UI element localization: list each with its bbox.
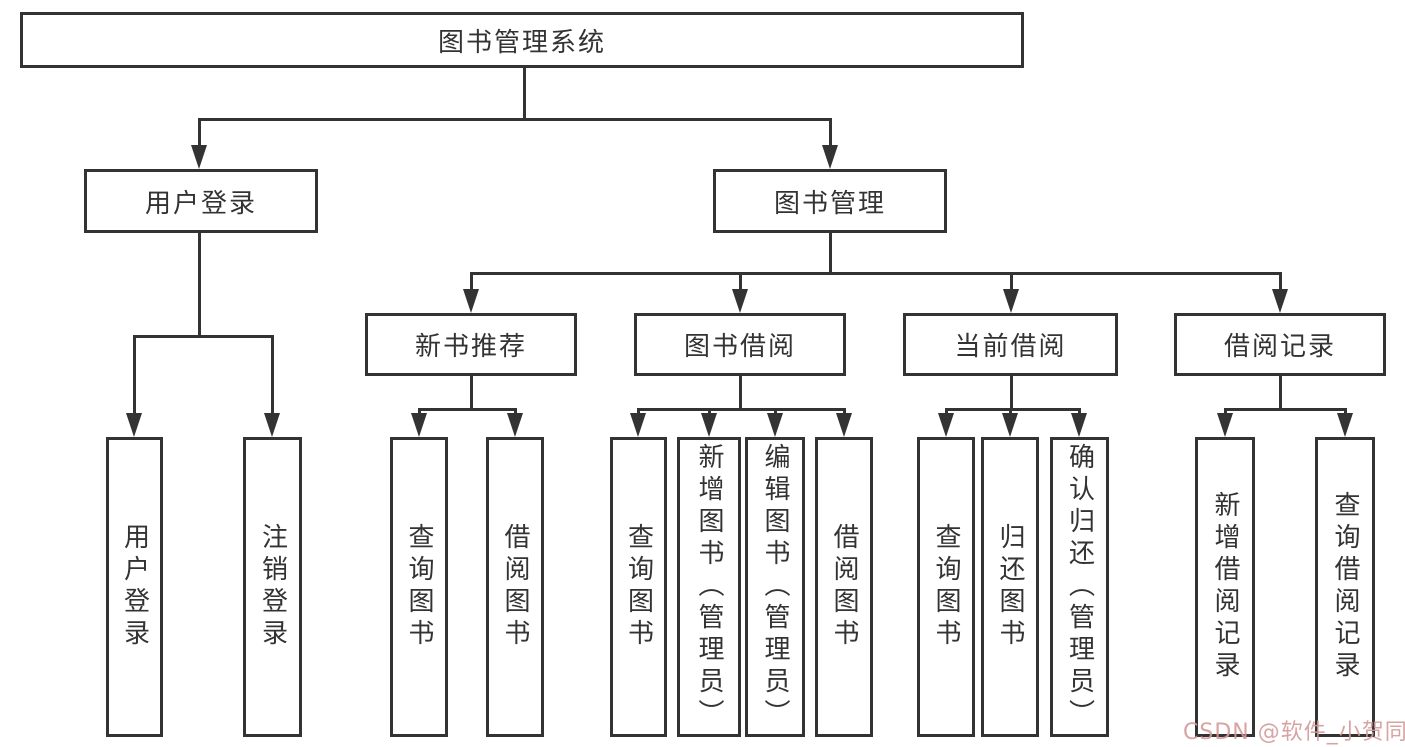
leaf-bb-borrow-books: 借阅图书 xyxy=(815,437,873,737)
arrowhead-to-leaf-bb-query-books xyxy=(630,413,646,437)
connector-to-new-book-recommend-stem xyxy=(470,272,473,291)
arrowhead-to-leaf-cb-return-books xyxy=(1002,413,1018,437)
connector-stub xyxy=(708,408,711,416)
connector-level3-hline xyxy=(470,272,1282,275)
leaf-cb-query-books: 查询图书 xyxy=(917,437,975,737)
arrowhead-to-leaf-bb-borrow-books xyxy=(836,413,852,437)
arrowhead-to-user-login xyxy=(191,145,207,169)
connector-stub xyxy=(843,408,846,416)
connector-to-current-borrow-stem xyxy=(1010,272,1013,291)
connector-stub xyxy=(637,408,640,416)
arrowhead-to-leaf-bb-add-books xyxy=(701,413,717,437)
leaf-bb-add-books-admin-label: 新增图书（管理员） xyxy=(694,443,724,731)
connector-stub xyxy=(1078,408,1081,416)
connector-stub xyxy=(774,408,777,416)
arrowhead-to-current-borrow xyxy=(1003,289,1019,313)
connector-to-leaf-logout-stem xyxy=(271,335,274,414)
leaf-bb-edit-books-admin-label: 编辑图书（管理员） xyxy=(760,443,790,731)
node-user-login-label: 用户登录 xyxy=(144,188,257,219)
arrowhead-to-borrow-records xyxy=(1272,289,1288,313)
leaf-rec-query-books: 查询图书 xyxy=(390,437,448,737)
connector-user-login-stem xyxy=(198,233,201,335)
arrowhead-to-leaf-rec-borrow-books xyxy=(507,413,523,437)
connector-new-book-recommend-stem xyxy=(470,376,473,408)
connector-to-book-management-stem xyxy=(829,118,832,147)
watermark: CSDN @软件_小贺同学 xyxy=(1183,720,1405,745)
arrowhead-to-book-borrow xyxy=(732,289,748,313)
leaf-rec-borrow-books: 借阅图书 xyxy=(486,437,544,737)
arrowhead-to-leaf-cb-query-books xyxy=(938,413,954,437)
leaf-bb-query-books: 查询图书 xyxy=(610,437,667,737)
leaf-logout-label: 注销登录 xyxy=(257,523,288,651)
leaf-cb-return-books-label: 归还图书 xyxy=(995,523,1025,651)
connector-borrow-records-hline xyxy=(1224,408,1347,411)
leaf-rec-query-books-label: 查询图书 xyxy=(404,523,434,651)
connector-stub xyxy=(945,408,948,416)
node-current-borrow-label: 当前借阅 xyxy=(954,332,1067,362)
leaf-br-add-record: 新增借阅记录 xyxy=(1195,437,1255,737)
node-current-borrow: 当前借阅 xyxy=(903,313,1118,376)
node-borrow-records: 借阅记录 xyxy=(1174,313,1386,376)
arrowhead-to-leaf-bb-edit-books xyxy=(767,413,783,437)
connector-user-login-hline xyxy=(133,335,274,338)
node-root-label: 图书管理系统 xyxy=(437,27,606,58)
arrowhead-to-leaf-cb-confirm-return xyxy=(1071,413,1087,437)
node-new-book-recommend: 新书推荐 xyxy=(365,313,577,376)
node-book-borrow-label: 图书借阅 xyxy=(683,332,796,362)
leaf-br-query-record: 查询借阅记录 xyxy=(1315,437,1375,737)
connector-book-borrow-hline xyxy=(637,408,846,411)
leaf-br-query-record-label: 查询借阅记录 xyxy=(1330,491,1360,683)
arrowhead-to-leaf-rec-query-books xyxy=(411,413,427,437)
connector-to-user-login-stem xyxy=(198,118,201,147)
connector-to-borrow-records-stem xyxy=(1279,272,1282,291)
leaf-rec-borrow-books-label: 借阅图书 xyxy=(500,523,530,651)
connector-book-management-stem xyxy=(829,233,832,272)
node-root: 图书管理系统 xyxy=(20,12,1024,68)
leaf-cb-confirm-return-admin: 确认归还（管理员） xyxy=(1050,437,1109,737)
leaf-cb-return-books: 归还图书 xyxy=(981,437,1039,737)
connector-root-stem xyxy=(523,68,526,118)
connector-stub xyxy=(1344,408,1347,416)
connector-stub xyxy=(514,408,517,416)
leaf-logout: 注销登录 xyxy=(243,437,302,737)
arrowhead-to-new-book-recommend xyxy=(463,289,479,313)
arrowhead-to-leaf-user-login xyxy=(126,413,142,437)
connector-book-borrow-stem xyxy=(739,376,742,408)
node-book-borrow: 图书借阅 xyxy=(634,313,846,376)
leaf-bb-add-books-admin: 新增图书（管理员） xyxy=(677,437,741,737)
connector-to-book-borrow-stem xyxy=(739,272,742,291)
leaf-bb-edit-books-admin: 编辑图书（管理员） xyxy=(745,437,805,737)
connector-stub xyxy=(418,408,421,416)
node-book-management-label: 图书管理 xyxy=(773,188,886,219)
connector-level1-hline xyxy=(198,118,832,121)
arrowhead-to-leaf-br-add-record xyxy=(1217,413,1233,437)
connector-stub xyxy=(1224,408,1227,416)
arrowhead-to-leaf-logout xyxy=(264,413,280,437)
arrowhead-to-leaf-br-query-record xyxy=(1337,413,1353,437)
leaf-br-add-record-label: 新增借阅记录 xyxy=(1210,491,1240,683)
leaf-bb-borrow-books-label: 借阅图书 xyxy=(829,523,859,651)
leaf-user-login: 用户登录 xyxy=(106,437,163,737)
arrowhead-to-book-management xyxy=(822,145,838,169)
leaf-cb-confirm-return-admin-label: 确认归还（管理员） xyxy=(1064,443,1095,731)
connector-new-book-recommend-hline xyxy=(418,408,517,411)
connector-borrow-records-stem xyxy=(1279,376,1282,408)
node-book-management: 图书管理 xyxy=(713,169,947,233)
leaf-cb-query-books-label: 查询图书 xyxy=(931,523,961,651)
node-new-book-recommend-label: 新书推荐 xyxy=(414,332,527,362)
connector-stub xyxy=(1009,408,1012,416)
connector-current-borrow-hline xyxy=(945,408,1081,411)
node-borrow-records-label: 借阅记录 xyxy=(1223,332,1336,362)
connector-current-borrow-stem xyxy=(1010,376,1013,408)
leaf-bb-query-books-label: 查询图书 xyxy=(623,523,654,651)
leaf-user-login-label: 用户登录 xyxy=(119,523,150,651)
connector-to-leaf-user-login-stem xyxy=(133,335,136,414)
node-user-login: 用户登录 xyxy=(84,169,318,233)
